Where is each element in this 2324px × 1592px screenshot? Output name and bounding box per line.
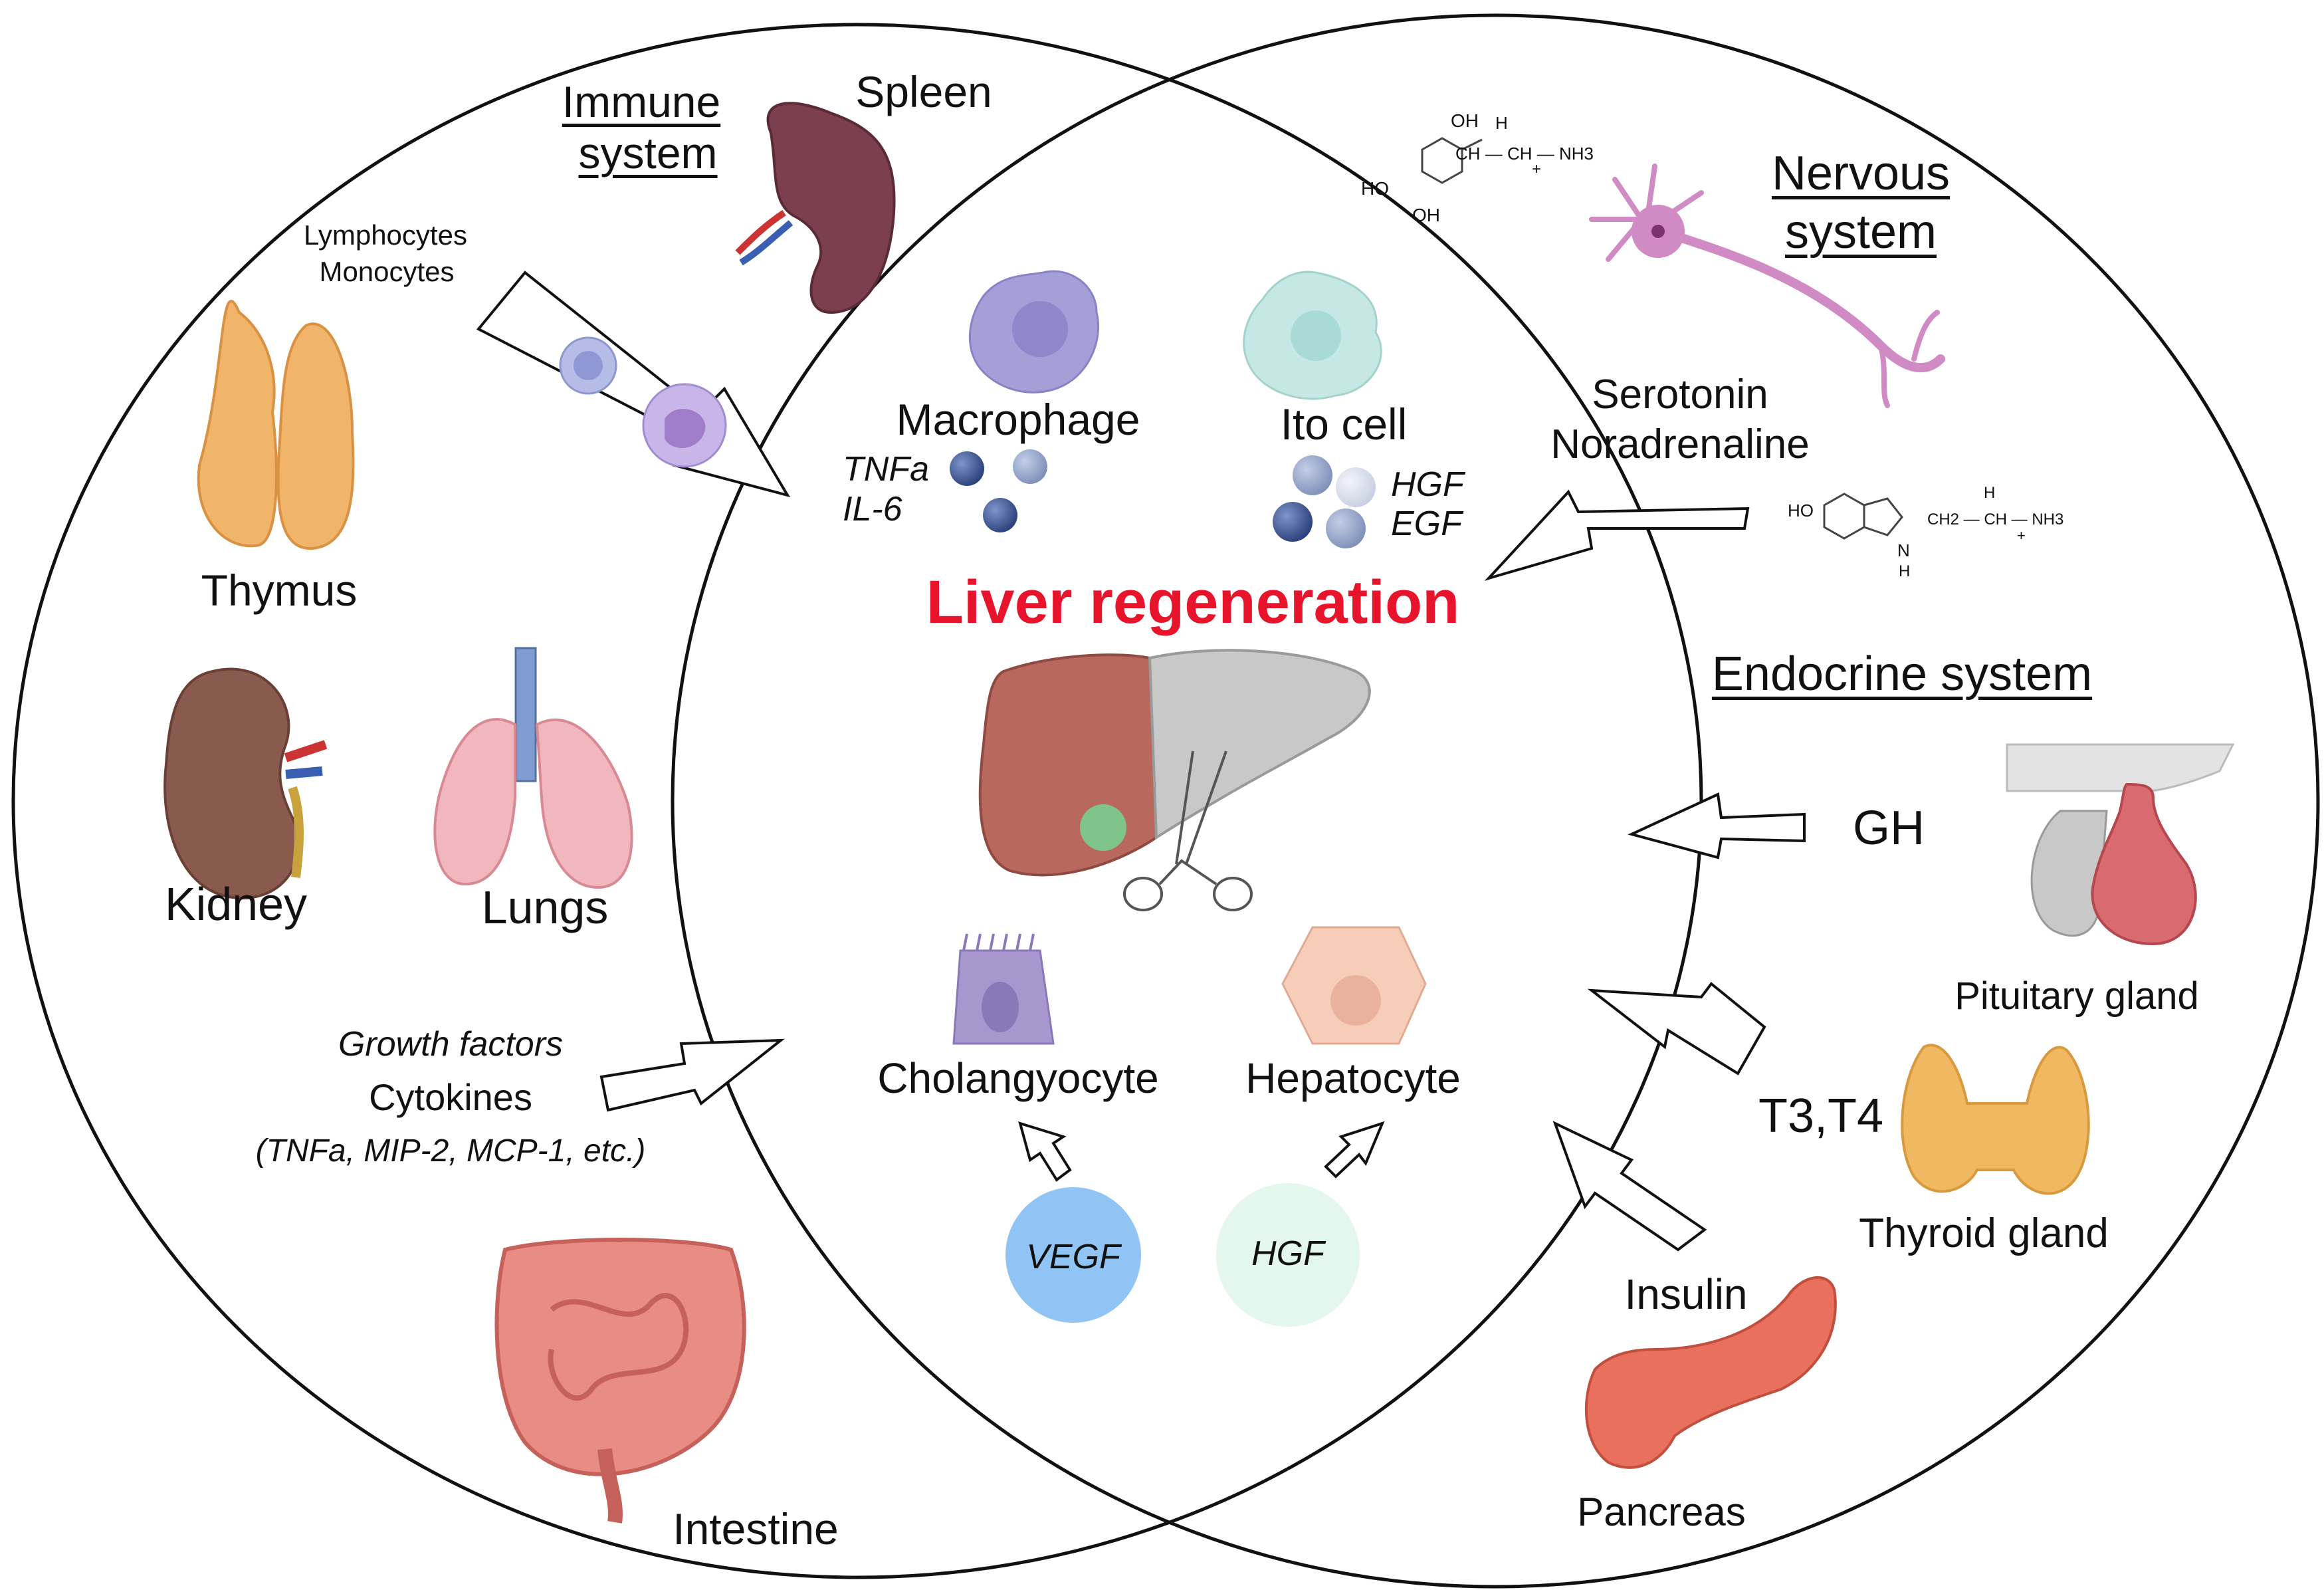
growth-factors-label: Growth factors	[338, 1025, 564, 1064]
spleen-label: Spleen	[855, 67, 992, 116]
vegf-circle	[1005, 1187, 1141, 1323]
serotonin-plus: +	[2017, 527, 2026, 544]
ito-factor-hgf: HGF	[1391, 465, 1464, 504]
t3t4-label: T3,T4	[1758, 1089, 1884, 1143]
macrophage-factor-dot	[950, 451, 984, 486]
scissors-icon	[1123, 750, 1253, 911]
macrophage-factor-tnfa: TNFa	[843, 450, 929, 489]
serotonin-h-bottom: H	[1899, 562, 1911, 580]
liver-illustration	[978, 649, 1371, 911]
kidney-label: Kidney	[164, 878, 308, 930]
serotonin-structure	[1823, 493, 1903, 540]
pituitary-label: Pituitary gland	[1954, 974, 2199, 1018]
noradrenaline-oh-bottom: OH	[1412, 205, 1440, 225]
serotonin-nh: N	[1897, 540, 1910, 560]
noradrenaline-plus: +	[1532, 160, 1542, 178]
ito-factor-dot	[1326, 509, 1366, 548]
cholangiocyte-cell	[952, 933, 1055, 1045]
ito-factor-dot	[1336, 467, 1376, 507]
growth-factors-arrow	[599, 1038, 786, 1112]
lungs-label: Lungs	[481, 881, 609, 933]
hgf-label: HGF	[1251, 1234, 1324, 1273]
noradrenaline-label: Noradrenaline	[1550, 421, 1810, 467]
ito-factor-dot	[1293, 455, 1332, 495]
gh-label: GH	[1853, 802, 1925, 855]
intestine-illustration	[494, 1238, 746, 1524]
cholangiocyte-label: Cholangyocyte	[877, 1054, 1159, 1102]
thymus-illustration	[197, 300, 355, 550]
insulin-arrow	[1552, 1121, 1707, 1252]
macrophage-factor-dot	[983, 498, 1017, 532]
thyroid-arrow	[1587, 982, 1766, 1076]
intestine-label: Intestine	[673, 1504, 839, 1553]
pancreas-label: Pancreas	[1577, 1490, 1746, 1534]
macrophage-factor-il6: IL-6	[843, 490, 902, 528]
kidney-illustration	[163, 667, 328, 900]
insulin-label: Insulin	[1624, 1270, 1748, 1318]
hgf-circle	[1216, 1183, 1360, 1327]
neuron-illustration	[1589, 164, 1945, 408]
hepatocyte-cell	[1281, 926, 1427, 1045]
spleen-illustration	[735, 102, 896, 314]
thyroid-label: Thyroid gland	[1859, 1210, 2109, 1256]
ito-factor-egf: EGF	[1391, 505, 1462, 543]
gh-arrow	[1628, 792, 1806, 859]
ito-cell-label: Ito cell	[1280, 399, 1408, 449]
serotonin-ho: HO	[1788, 501, 1814, 520]
pancreas-illustration	[1584, 1276, 1837, 1469]
page-title: Liver regeneration	[926, 568, 1460, 636]
endocrine-heading: Endocrine system	[1711, 647, 2093, 701]
lungs-illustration	[433, 647, 633, 889]
immune-heading-line1: Immune	[562, 77, 721, 126]
ito-factor-dot	[1273, 502, 1313, 542]
lymphocytes-label: Lymphocytes	[304, 219, 467, 251]
vegf-label: VEGF	[1026, 1238, 1120, 1276]
monocytes-label: Monocytes	[319, 256, 455, 287]
thymus-label: Thymus	[201, 566, 358, 615]
hepatocyte-label: Hepatocyte	[1245, 1054, 1461, 1102]
nervous-heading-line2: system	[1784, 205, 1937, 259]
macrophage-factor-dot	[1013, 449, 1047, 484]
noradrenaline-structure	[1421, 137, 1483, 184]
immune-cells-arrow	[476, 271, 791, 498]
serotonin-arrow	[1484, 489, 1750, 581]
noradrenaline-chain: CH — CH — NH3	[1455, 144, 1594, 164]
macrophage-label: Macrophage	[896, 395, 1140, 444]
cytokine-list-label: (TNFa, MIP-2, MCP-1, etc.)	[255, 1133, 646, 1169]
nervous-heading-line1: Nervous	[1771, 147, 1951, 200]
thyroid-illustration	[1901, 1044, 2090, 1195]
immune-heading-line2: system	[578, 128, 718, 177]
noradrenaline-oh-top: OH	[1451, 110, 1479, 131]
macrophage-cell	[968, 270, 1100, 394]
serotonin-label: Serotonin	[1592, 372, 1768, 417]
cytokines-label: Cytokines	[369, 1076, 532, 1118]
pituitary-illustration	[2006, 743, 2235, 946]
ito-cell	[1243, 271, 1382, 400]
noradrenaline-ho-left: HO	[1361, 178, 1389, 199]
vegf-up-arrow	[1018, 1121, 1072, 1182]
endocrine-nervous-circle	[671, 13, 2320, 1589]
serotonin-h-top: H	[1984, 484, 1996, 502]
serotonin-chain: CH2 — CH — NH3	[1927, 511, 2064, 528]
hgf-up-arrow	[1324, 1121, 1385, 1179]
noradrenaline-h-top: H	[1495, 113, 1508, 133]
